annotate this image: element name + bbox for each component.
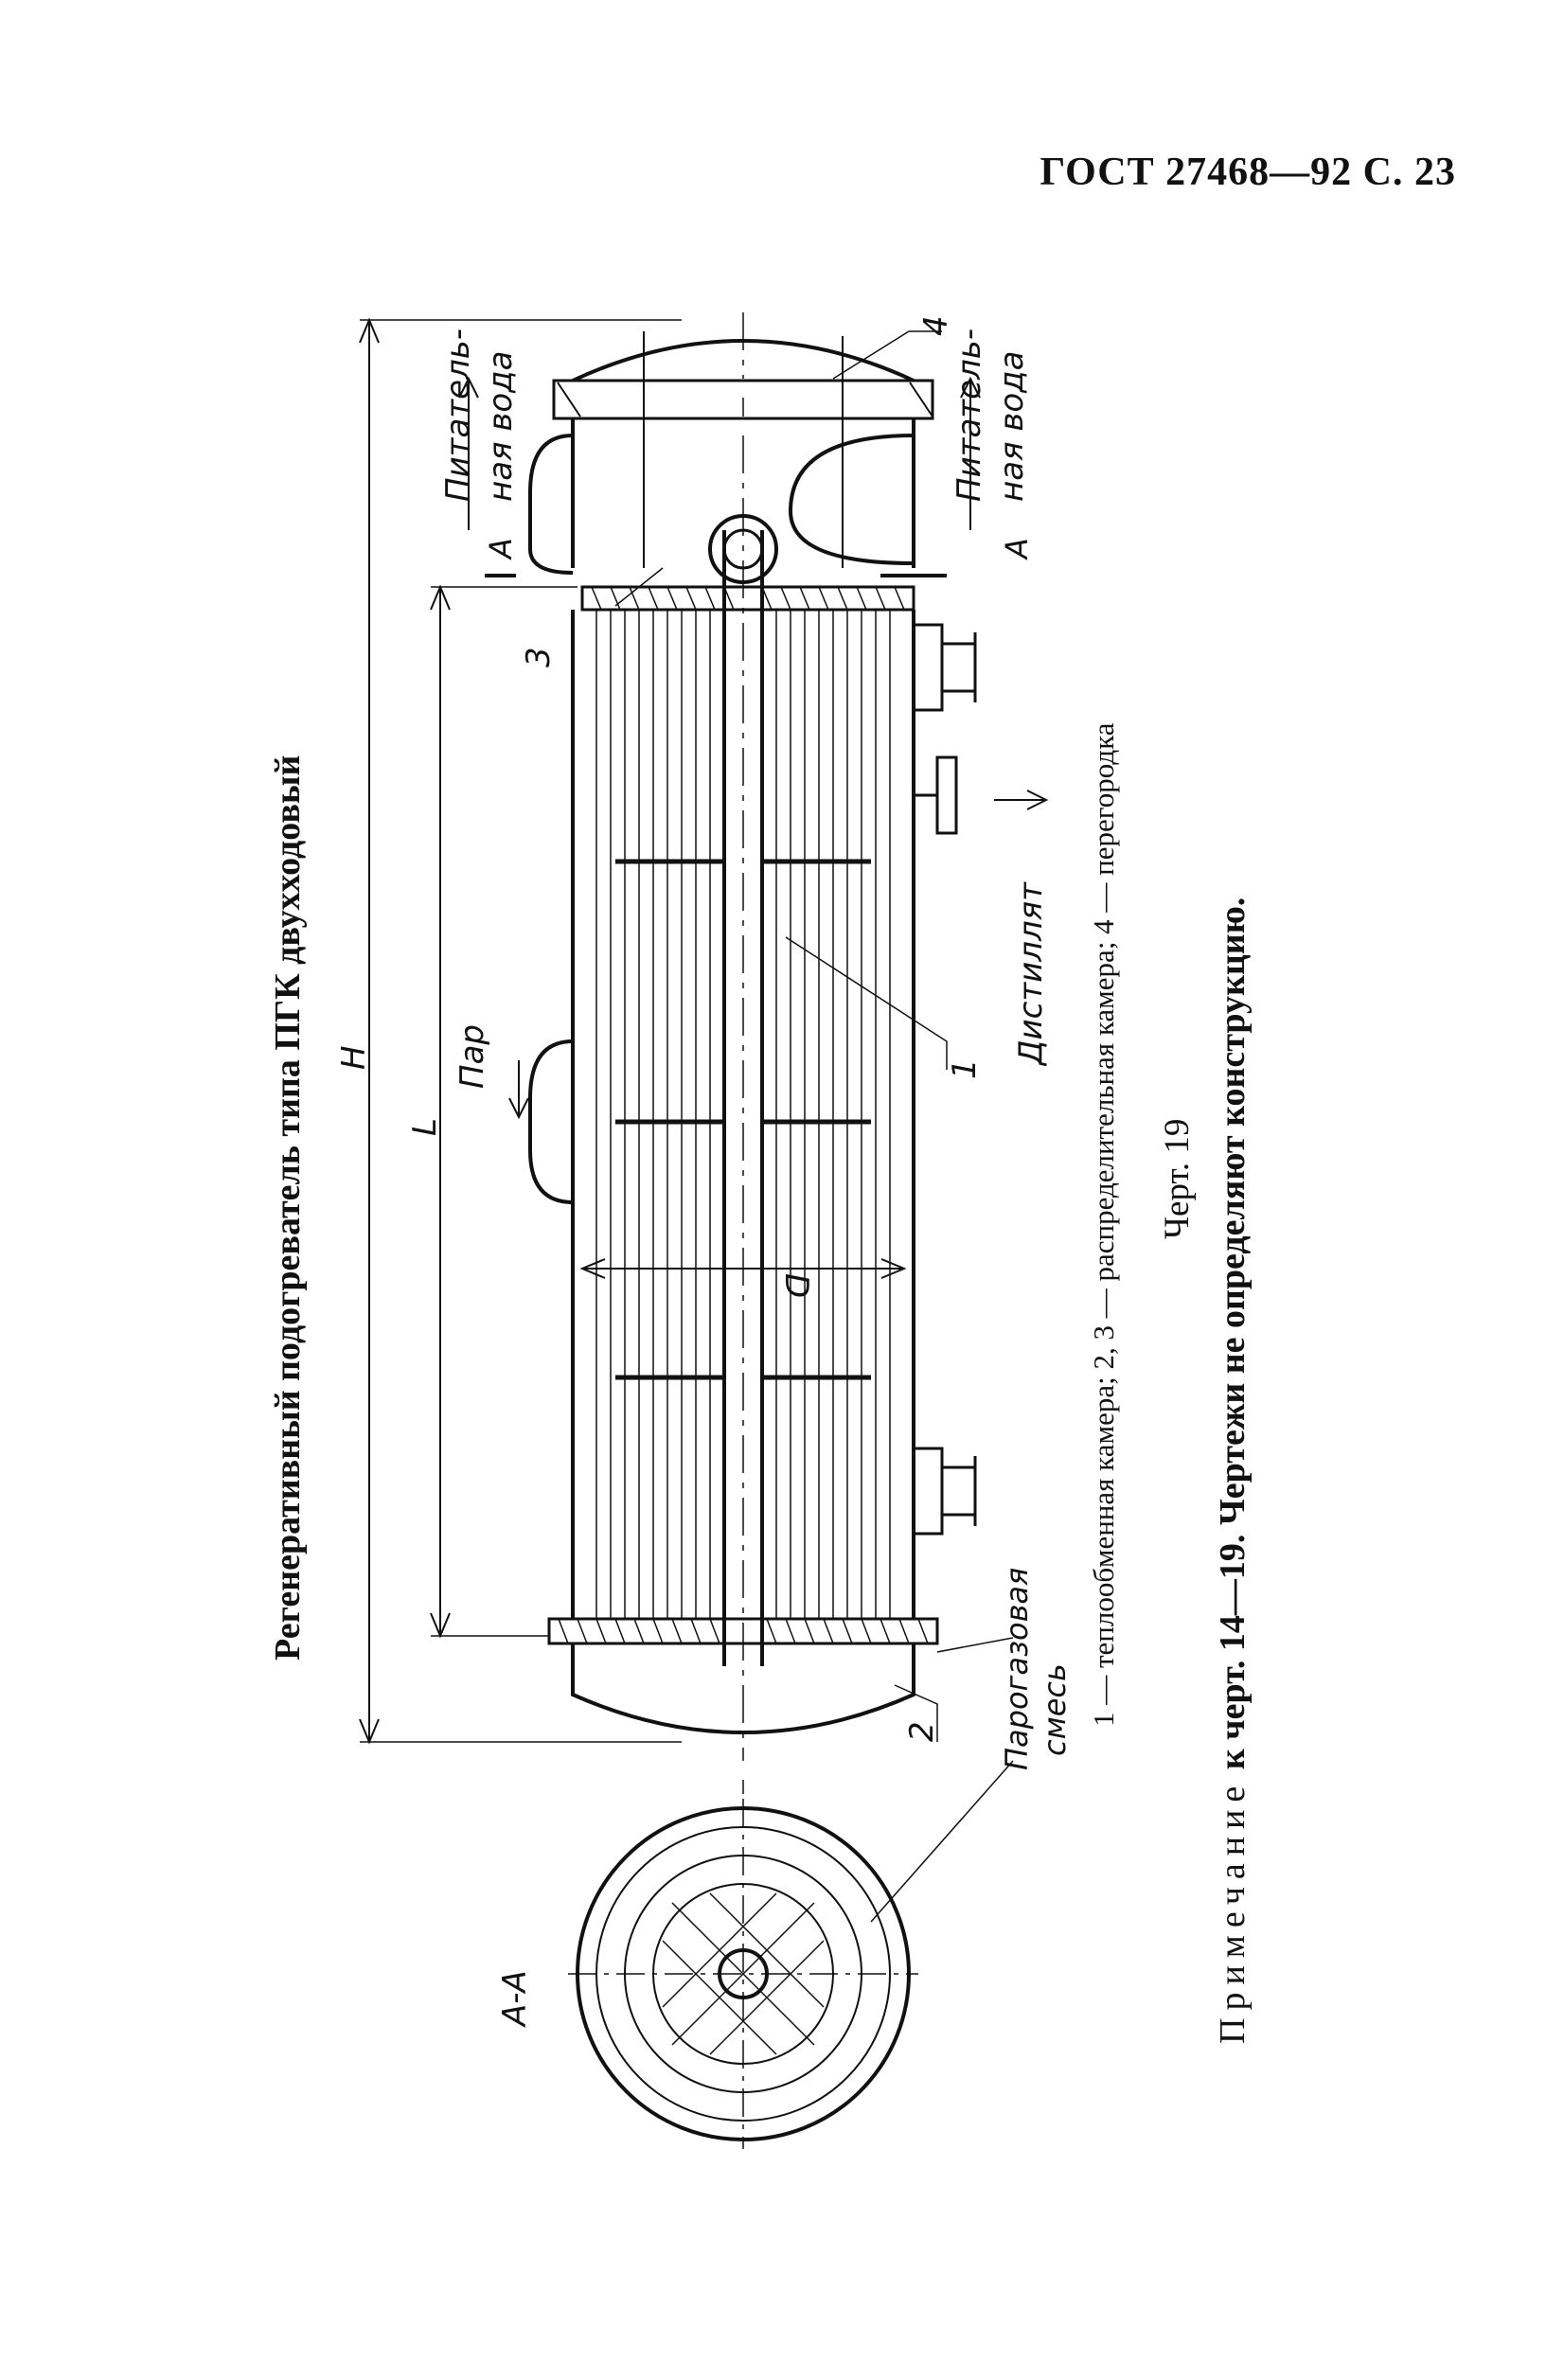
mixture-label-line2: смесь [1037,1663,1073,1756]
mixture-label-line1: Парогазовая [999,1568,1035,1770]
position-2-label: 2 [903,1721,941,1742]
distillate-label: Дистиллят [1012,881,1050,1067]
feed-water-bottom-line2: ная вода [993,350,1031,502]
page-header: ГОСТ 27468—92 С. 23 [1040,151,1456,194]
feed-water-top-line2: ная вода [482,350,520,502]
legend: 1 — теплообменная камера; 2, 3 — распред… [1087,722,1120,1727]
position-4-label: 4 [917,315,955,336]
feed-water-top-line1: Питатель- [439,329,477,502]
figure-caption: Черт. 19 [1158,1118,1197,1239]
dim-d-label: D [777,1273,815,1298]
position-1-label: 1 [946,1058,984,1079]
note-label: Примечание [1213,1778,1253,2044]
section-mark-top: А [483,538,519,560]
feed-water-bottom-line1: Питатель- [951,329,988,502]
drawing-title: Регенеративный подогреватель типа ПГК дв… [268,755,308,1661]
note: Примечание к черт. 14—19. Чертежи не опр… [1212,897,1253,2044]
note-text: к черт. 14—19. Чертежи не определяют кон… [1213,897,1253,1770]
steam-label: Пар [453,1024,491,1089]
section-label: А-А [496,1970,534,2028]
dim-l-label: L [406,1118,444,1136]
dim-h-label: H [335,1045,373,1070]
position-3-label: 3 [520,647,558,667]
section-mark-bottom: А [999,538,1035,560]
